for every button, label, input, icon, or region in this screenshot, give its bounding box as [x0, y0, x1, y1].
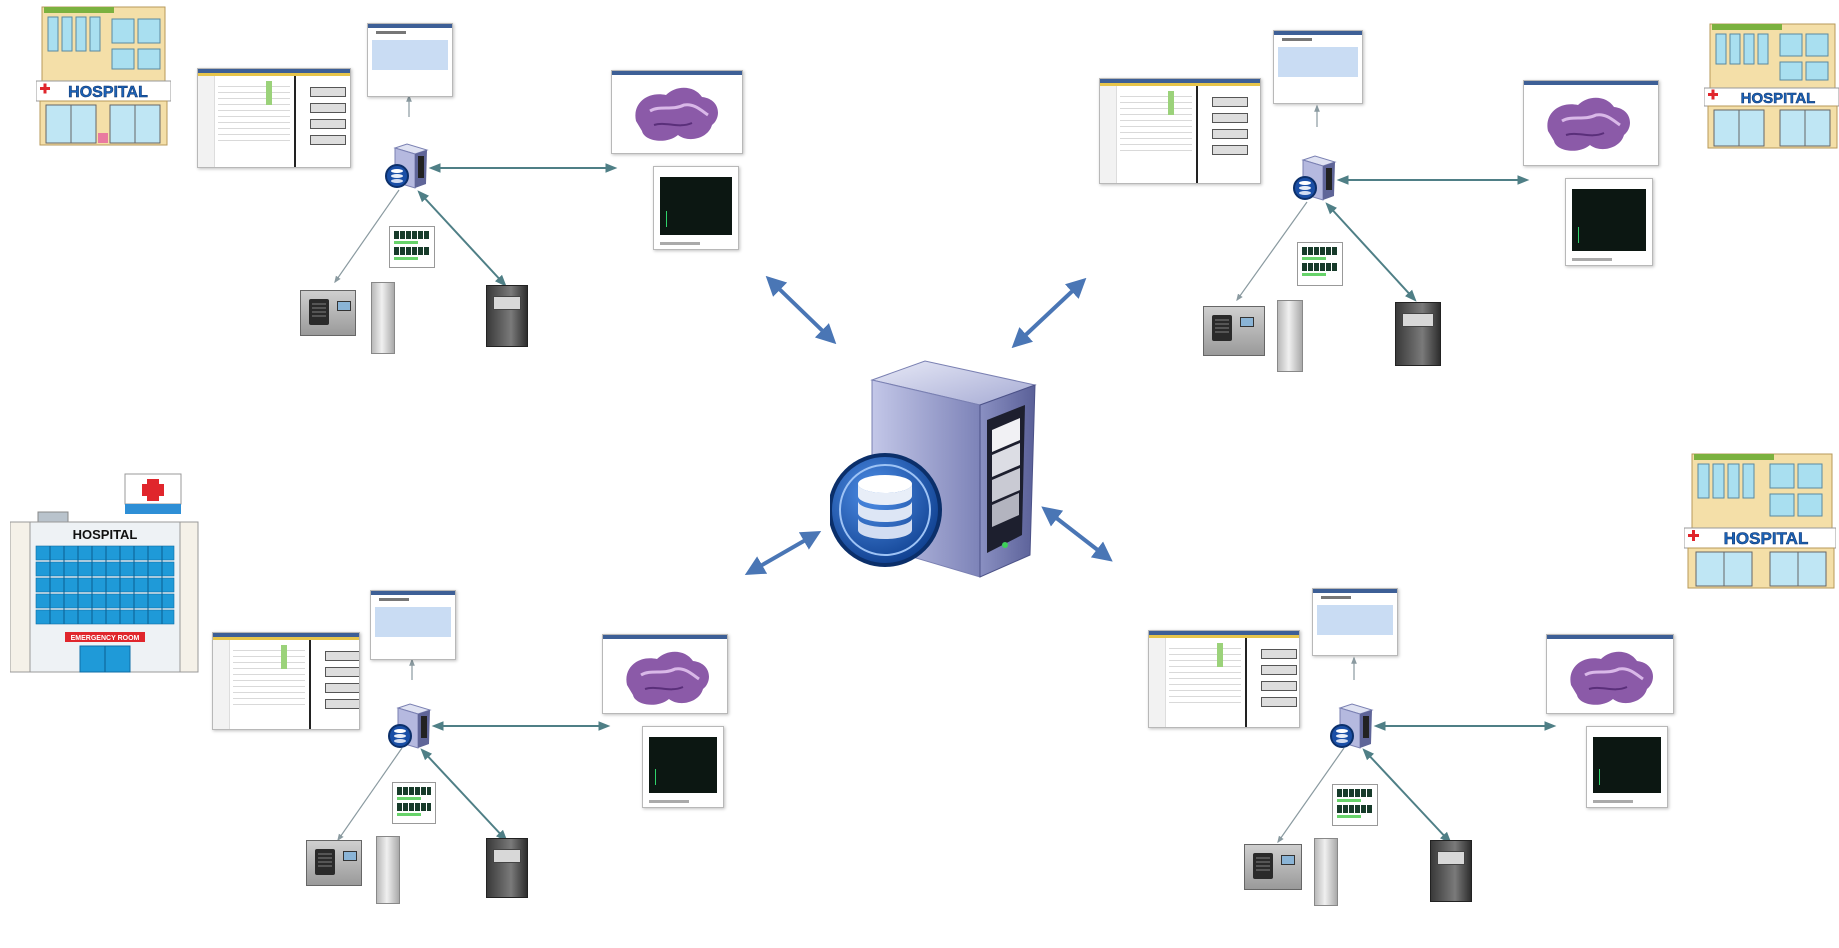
slide-scanner [1244, 844, 1302, 890]
tissue-slide-icon [1547, 97, 1630, 151]
emergency-room-sign: EMERGENCY ROOM [71, 635, 140, 642]
monitor-screenshot [1565, 178, 1653, 266]
pillar-device [376, 836, 400, 904]
site-cluster-top-left [195, 20, 743, 380]
local-links [334, 94, 618, 287]
local-links [1236, 104, 1530, 302]
hospital-sign: HOSPITAL [1724, 529, 1809, 548]
link-bottom-right [1041, 506, 1113, 562]
hospital-sign: HOSPITAL [68, 84, 148, 101]
site-cluster-bottom-right [1146, 588, 1674, 948]
hospital-building-icon: HOSPITAL EMERGENCY ROOM [9, 473, 199, 673]
tissue-slide-icon [635, 87, 718, 141]
dialog-screenshot [367, 23, 453, 97]
database-server-icon [828, 360, 1037, 578]
site-cluster-top-right [1097, 30, 1659, 390]
local-server-icon [388, 703, 432, 749]
link-top-right [1011, 277, 1087, 349]
slide-scanner [1203, 306, 1265, 356]
local-links [1277, 656, 1557, 844]
hospital-sign: HOSPITAL [73, 527, 138, 542]
local-server-icon [385, 143, 429, 189]
status-module [392, 782, 436, 824]
storage-cabinet [486, 838, 528, 898]
worklist-screenshot [1148, 630, 1300, 728]
slide-viewer-screenshot [611, 70, 743, 154]
pillar-device [371, 282, 395, 354]
hospital-bottom-right: HOSPITAL [1683, 450, 1837, 590]
monitor-screenshot [1586, 726, 1668, 808]
storage-cabinet [486, 285, 528, 347]
hospital-top-left: HOSPITAL [35, 5, 172, 147]
tissue-slide-icon [1570, 651, 1653, 705]
local-server-icon [1330, 703, 1374, 749]
worklist-screenshot [197, 68, 351, 168]
storage-cabinet [1430, 840, 1472, 902]
slide-scanner [300, 290, 356, 336]
slide-scanner [306, 840, 362, 886]
local-links [337, 658, 611, 842]
monitor-screenshot [653, 166, 739, 250]
hospital-bottom-left: HOSPITAL EMERGENCY ROOM [9, 472, 200, 674]
hospital-building-icon: HOSPITAL [35, 6, 172, 146]
dialog-screenshot [370, 590, 456, 660]
dialog-screenshot [1312, 588, 1398, 656]
pillar-device [1277, 300, 1303, 372]
link-bottom-left [744, 531, 822, 575]
worklist-screenshot [1099, 78, 1261, 184]
tissue-slide-icon [626, 651, 709, 705]
hospital-sign: HOSPITAL [1741, 90, 1816, 107]
hospital-building-icon: HOSPITAL [1683, 453, 1837, 589]
local-server-icon [1293, 155, 1337, 201]
pillar-device [1314, 838, 1338, 906]
storage-cabinet [1395, 302, 1441, 366]
slide-viewer-screenshot [602, 634, 728, 714]
slide-viewer-screenshot [1546, 634, 1674, 714]
hospital-building-icon: HOSPITAL [1703, 23, 1839, 149]
status-module [1297, 242, 1343, 286]
status-module [1332, 784, 1378, 826]
dialog-screenshot [1273, 30, 1363, 104]
central-database-server [828, 355, 1040, 580]
site-cluster-bottom-left [210, 588, 728, 948]
worklist-screenshot [212, 632, 360, 730]
slide-viewer-screenshot [1523, 80, 1659, 166]
link-top-left [765, 275, 837, 345]
monitor-screenshot [642, 726, 724, 808]
hospital-top-right: HOSPITAL [1703, 22, 1839, 150]
status-module [389, 226, 435, 268]
